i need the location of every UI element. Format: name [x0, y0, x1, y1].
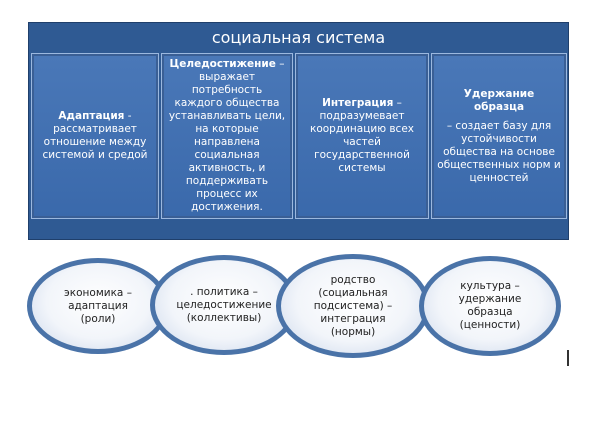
panel-heading: Интеграция [322, 97, 394, 109]
panel-adaptation: Адаптация - рассматривает отношение межд… [31, 53, 159, 219]
panel-heading: Целедостижение [169, 58, 276, 70]
panel-text: рассматривает отношение между системой и… [42, 123, 148, 161]
panel-goal-attainment: Целедостижение – выражает потребность ка… [161, 53, 293, 219]
ellipse-text: родство (социальная подсистема) – интегр… [313, 273, 393, 338]
panel-separator: – [275, 58, 285, 70]
diagram-title: социальная система [211, 28, 386, 47]
ellipse-kinship: родство (социальная подсистема) – интегр… [276, 254, 430, 358]
ellipse-politics: . политика – целедостижение (коллективы) [150, 255, 298, 355]
panel-text: – создает базу для устойчивости общества… [437, 119, 561, 184]
panel-pattern-maintenance: Удержание образца – создает базу для уст… [431, 53, 567, 219]
panel-separator: - [124, 110, 132, 122]
ellipse-text: . политика – целедостижение (коллективы) [176, 285, 272, 324]
panel-text: подразумевает координацию всех частей го… [309, 110, 415, 174]
panel-text: выражает потребность каждого общества ус… [168, 71, 286, 213]
ellipse-culture: культура – удержание образца (ценности) [419, 256, 561, 356]
panel-heading: Адаптация [58, 110, 125, 122]
ellipse-text: экономика – адаптация (роли) [64, 286, 132, 325]
panel-heading: Удержание образца [463, 87, 535, 113]
panel-separator: – [393, 97, 402, 109]
text-cursor [567, 350, 569, 366]
ellipse-text: культура – удержание образца (ценности) [458, 280, 522, 331]
ellipse-economy: экономика – адаптация (роли) [27, 258, 169, 354]
social-system-block: социальная система Адаптация - рассматри… [28, 22, 569, 240]
panel-integration: Интеграция – подразумевает координацию в… [295, 53, 429, 219]
